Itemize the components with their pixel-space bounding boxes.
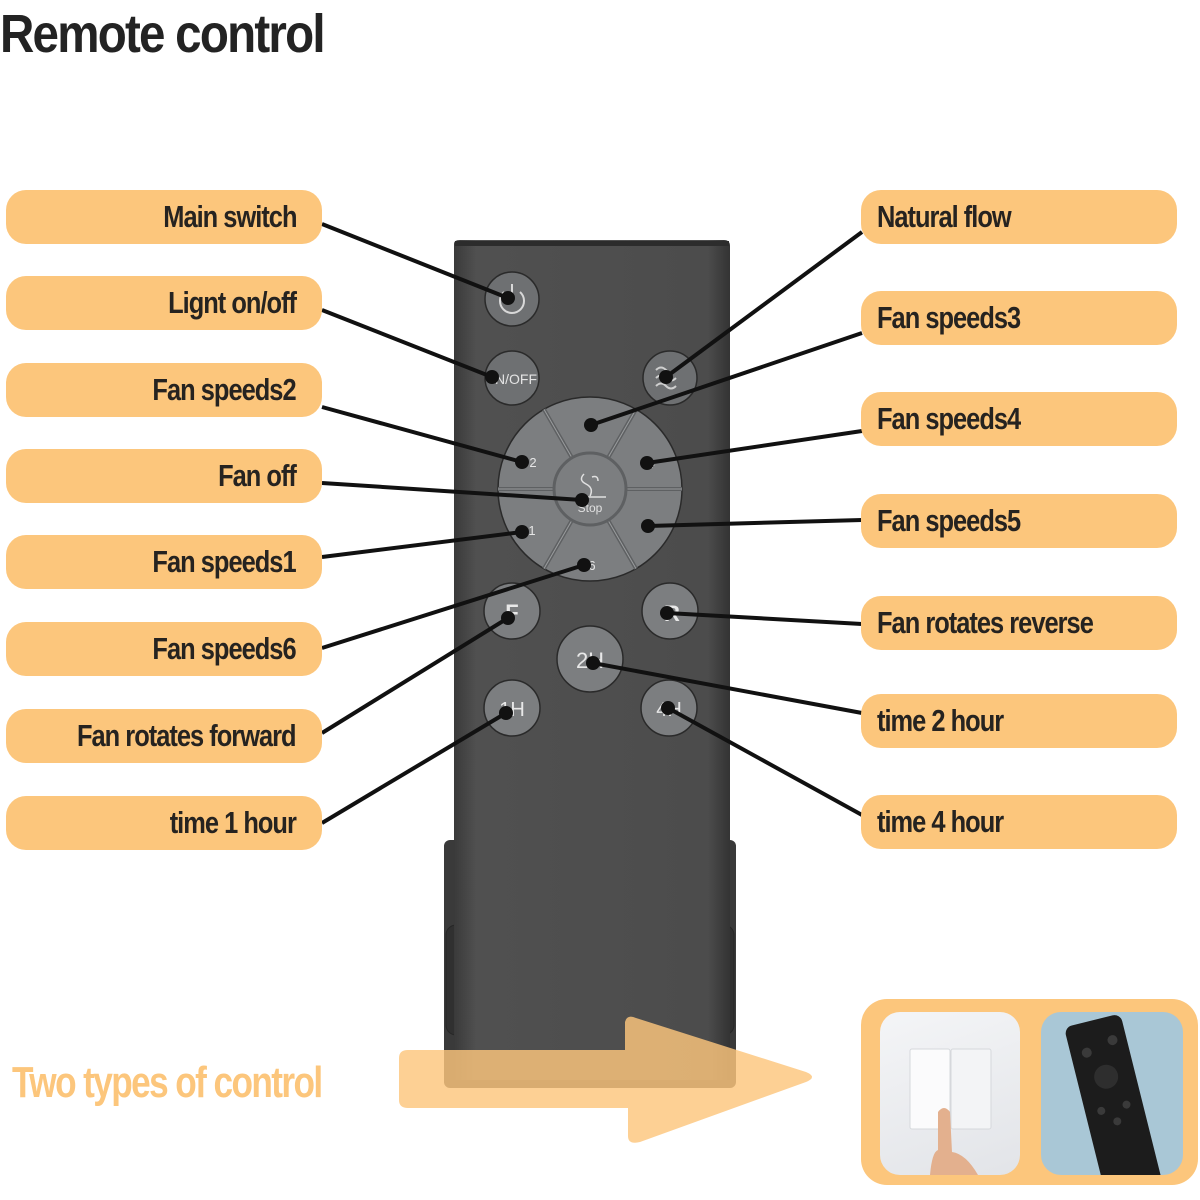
speed-dial: 4 5 6 1 2 3 Stop [497, 396, 683, 582]
label-natural-flow: Natural flow [861, 190, 1177, 244]
label-fan-reverse: Fan rotates reverse [861, 596, 1177, 650]
label-fan-off: Fan off [6, 449, 322, 503]
speed-1-label: 1 [528, 523, 535, 538]
leader-natural [664, 230, 864, 379]
arrow-graphic [399, 1016, 812, 1143]
speed-1-segment[interactable]: 1 [528, 523, 535, 538]
leader-speed1 [321, 530, 523, 559]
stop-button[interactable]: Stop [552, 451, 628, 527]
label-fan-speeds6: Fan speeds6 [6, 622, 322, 676]
label-fan-speeds2: Fan speeds2 [6, 363, 322, 417]
leader-2h [592, 661, 863, 715]
speed-2-label: 2 [529, 455, 536, 470]
light-button-label: N/OFF [495, 371, 537, 387]
forward-button[interactable]: F [483, 582, 541, 640]
label-time-1h: time 1 hour [6, 796, 322, 850]
label-light: Lignt on/off [6, 276, 322, 330]
speed-2-segment[interactable]: 2 [529, 455, 536, 470]
leader-dots [485, 291, 675, 720]
speed-6-label: 6 [588, 558, 595, 573]
leader-speed2 [321, 405, 523, 464]
leader-speed5 [647, 518, 863, 528]
leader-main-switch [321, 222, 509, 300]
control-types-panel [861, 999, 1198, 1185]
label-main-switch: Main switch [6, 190, 322, 244]
leader-speed6 [321, 563, 585, 650]
leader-forward [320, 616, 510, 735]
light-button[interactable]: N/OFF [484, 350, 540, 406]
page-title: Remote control [0, 4, 326, 64]
leader-4h [667, 706, 863, 817]
label-time-2h: time 2 hour [861, 694, 1177, 748]
label-time-4h: time 4 hour [861, 795, 1177, 849]
leader-reverse [666, 611, 863, 626]
remote-control-image [1041, 1012, 1183, 1175]
leader-light [321, 308, 493, 379]
leader-speed4 [646, 429, 863, 465]
label-fan-speeds4: Fan speeds4 [861, 392, 1177, 446]
leader-fan-off [321, 481, 583, 502]
label-fan-forward: Fan rotates forward [6, 709, 322, 763]
leader-lines [320, 222, 864, 825]
finger-icon [930, 1108, 978, 1175]
leader-1h [320, 711, 508, 825]
speed-6-segment[interactable]: 6 [588, 558, 595, 573]
label-fan-speeds5: Fan speeds5 [861, 494, 1177, 548]
two-types-heading: Two types of control [12, 1058, 323, 1107]
timer-1h-button[interactable]: 1H [483, 679, 541, 737]
wall-switch-image [880, 1012, 1020, 1175]
label-fan-speeds1: Fan speeds1 [6, 535, 322, 589]
label-fan-speeds3: Fan speeds3 [861, 291, 1177, 345]
leader-speed3 [590, 331, 863, 427]
